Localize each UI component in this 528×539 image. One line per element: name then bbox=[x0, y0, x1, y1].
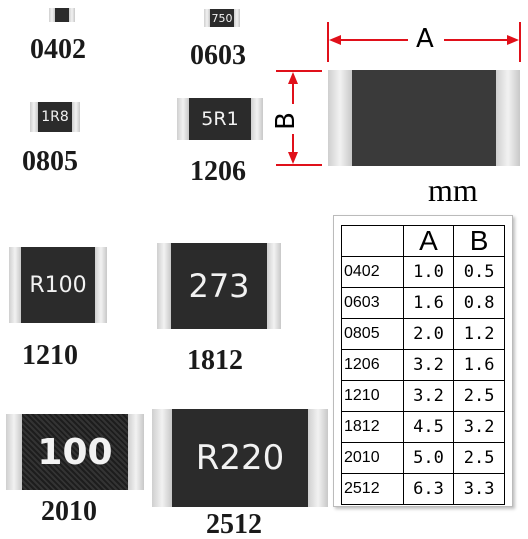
table-cell-size: 1812 bbox=[341, 411, 404, 443]
chip-0402-image bbox=[49, 8, 75, 22]
table-frame bbox=[333, 215, 513, 507]
dimension-a-line-left bbox=[338, 39, 408, 41]
table-header-b: B bbox=[453, 225, 505, 257]
table-header-size bbox=[341, 225, 404, 257]
chip-2010-image: 100 bbox=[6, 414, 144, 490]
table-cell-a: 1.6 bbox=[402, 287, 455, 319]
dimension-a-tick-right bbox=[519, 22, 521, 62]
chip-1206-image: 5R1 bbox=[177, 98, 263, 140]
chip-1210-marking: R100 bbox=[21, 247, 95, 323]
chip-1210-label: 1210 bbox=[22, 340, 78, 371]
chip-dimension-diagram bbox=[328, 70, 520, 166]
dimension-a-arrow-left bbox=[329, 35, 341, 45]
table-cell-b: 2.5 bbox=[453, 380, 505, 412]
table-cell-a: 2.0 bbox=[402, 318, 455, 350]
chip-0805-image: 1R8 bbox=[30, 102, 80, 132]
chip-1812-marking: 273 bbox=[171, 243, 267, 329]
table-cell-a: 3.2 bbox=[402, 349, 455, 381]
table-header-a: A bbox=[402, 225, 455, 257]
chip-1812-image: 273 bbox=[157, 243, 281, 329]
chip-1206-label: 1206 bbox=[190, 156, 246, 187]
table-cell-b: 1.2 bbox=[453, 318, 505, 350]
table-cell-b: 3.2 bbox=[453, 411, 505, 443]
dimension-a-letter: A bbox=[416, 24, 434, 54]
chip-1210-image: R100 bbox=[9, 247, 107, 323]
dimension-a-arrow-right bbox=[507, 35, 519, 45]
table-cell-b: 3.3 bbox=[453, 473, 505, 505]
table-cell-a: 6.3 bbox=[402, 473, 455, 505]
chip-2010-label: 2010 bbox=[41, 496, 97, 527]
chip-2512-label: 2512 bbox=[206, 509, 262, 539]
chip-0805-marking: 1R8 bbox=[38, 102, 72, 132]
chip-1812-label: 1812 bbox=[187, 345, 243, 376]
chip-2010-marking: 100 bbox=[22, 414, 128, 490]
table-cell-a: 4.5 bbox=[402, 411, 455, 443]
dimension-b-arrow-up bbox=[288, 72, 298, 84]
table-cell-size: 1210 bbox=[341, 380, 404, 412]
table-cell-b: 0.8 bbox=[453, 287, 505, 319]
chip-1206-marking: 5R1 bbox=[189, 98, 251, 140]
dimension-b-arrow-down bbox=[288, 152, 298, 164]
dimension-b-line-top bbox=[292, 82, 294, 104]
dimension-b-letter: B bbox=[270, 112, 301, 130]
table-cell-size: 2512 bbox=[341, 473, 404, 505]
table-cell-b: 1.6 bbox=[453, 349, 505, 381]
table-cell-size: 1206 bbox=[341, 349, 404, 381]
table-cell-size: 0402 bbox=[341, 256, 404, 288]
table-cell-b: 0.5 bbox=[453, 256, 505, 288]
chip-2512-marking: R220 bbox=[172, 409, 308, 507]
dimension-b-tick-top bbox=[276, 70, 322, 72]
unit-label: mm bbox=[428, 172, 478, 208]
table-cell-size: 0805 bbox=[341, 318, 404, 350]
dimension-a-tick-left bbox=[327, 22, 329, 62]
dimension-b-tick-bottom bbox=[276, 164, 322, 166]
chip-0402-label: 0402 bbox=[30, 34, 86, 65]
table-cell-a: 3.2 bbox=[402, 380, 455, 412]
chip-0603-image: 750 bbox=[204, 9, 240, 27]
table-cell-a: 1.0 bbox=[402, 256, 455, 288]
chip-0603-marking: 750 bbox=[210, 9, 234, 27]
dimension-b-line-bottom bbox=[292, 134, 294, 154]
table-cell-size: 2010 bbox=[341, 442, 404, 474]
table-header-row: A B bbox=[341, 225, 505, 257]
dimension-a-line-right bbox=[444, 39, 510, 41]
table-cell-b: 2.5 bbox=[453, 442, 505, 474]
chip-2512-image: R220 bbox=[152, 409, 328, 507]
chip-0603-label: 0603 bbox=[190, 40, 246, 71]
chip-0805-label: 0805 bbox=[22, 146, 78, 177]
table-cell-a: 5.0 bbox=[402, 442, 455, 474]
table-cell-size: 0603 bbox=[341, 287, 404, 319]
